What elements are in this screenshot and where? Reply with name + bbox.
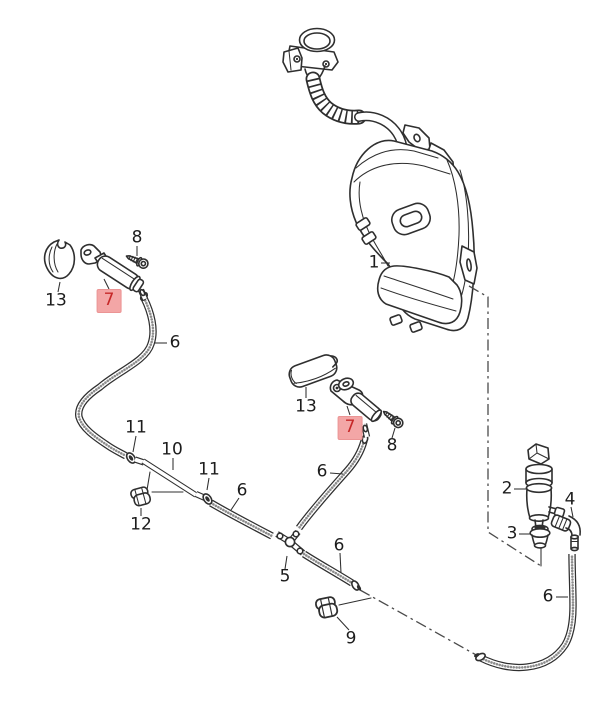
part-label-6-5: 6 xyxy=(542,586,554,607)
hose-pump-drawing xyxy=(474,554,573,668)
screw-left-drawing xyxy=(125,255,149,270)
part-label-11-right: 11 xyxy=(198,459,220,480)
part-label-4: 4 xyxy=(564,489,576,510)
screw-right-drawing xyxy=(382,410,404,429)
part-label-5: 5 xyxy=(279,566,291,587)
cap-right-drawing xyxy=(288,354,338,388)
reservoir-drawing xyxy=(349,124,478,333)
washer-jet-left-drawing xyxy=(80,243,148,301)
part-label-6-3: 6 xyxy=(316,461,328,482)
cap-left-drawing xyxy=(43,239,76,280)
clip-12-drawing xyxy=(130,486,152,507)
part-label-12: 12 xyxy=(130,514,152,535)
clip-9-drawing xyxy=(314,596,339,619)
alignment-lines xyxy=(338,285,542,657)
hose-right-jet-drawing xyxy=(299,434,369,528)
washer-jet-right-drawing xyxy=(329,377,383,438)
elbow-drawing xyxy=(550,514,581,552)
grommet-drawing xyxy=(529,524,551,549)
part-label-13-right: 13 xyxy=(295,396,317,417)
part-label-2: 2 xyxy=(501,478,513,499)
tee-connector-drawing xyxy=(275,530,306,556)
part-label-1: 1 xyxy=(368,252,380,273)
part-label-6-2: 6 xyxy=(236,480,248,501)
part-label-10: 10 xyxy=(161,439,183,460)
hose-tee-outlet-drawing xyxy=(304,554,362,591)
part-label-11-left: 11 xyxy=(125,417,147,438)
tube-and-connectors-drawing xyxy=(125,452,213,505)
part-label-7-right[interactable]: 7 xyxy=(337,416,363,440)
part-label-8-left: 8 xyxy=(131,227,143,248)
leader-lines xyxy=(57,246,574,631)
part-label-9: 9 xyxy=(345,628,357,649)
part-label-8-right: 8 xyxy=(386,435,398,456)
hose-connector-to-tee-drawing xyxy=(211,503,272,536)
part-label-13-left: 13 xyxy=(45,290,67,311)
part-label-3: 3 xyxy=(506,523,518,544)
part-label-7-left[interactable]: 7 xyxy=(96,289,122,313)
part-label-6-1: 6 xyxy=(169,332,181,353)
part-label-6-4: 6 xyxy=(333,535,345,556)
